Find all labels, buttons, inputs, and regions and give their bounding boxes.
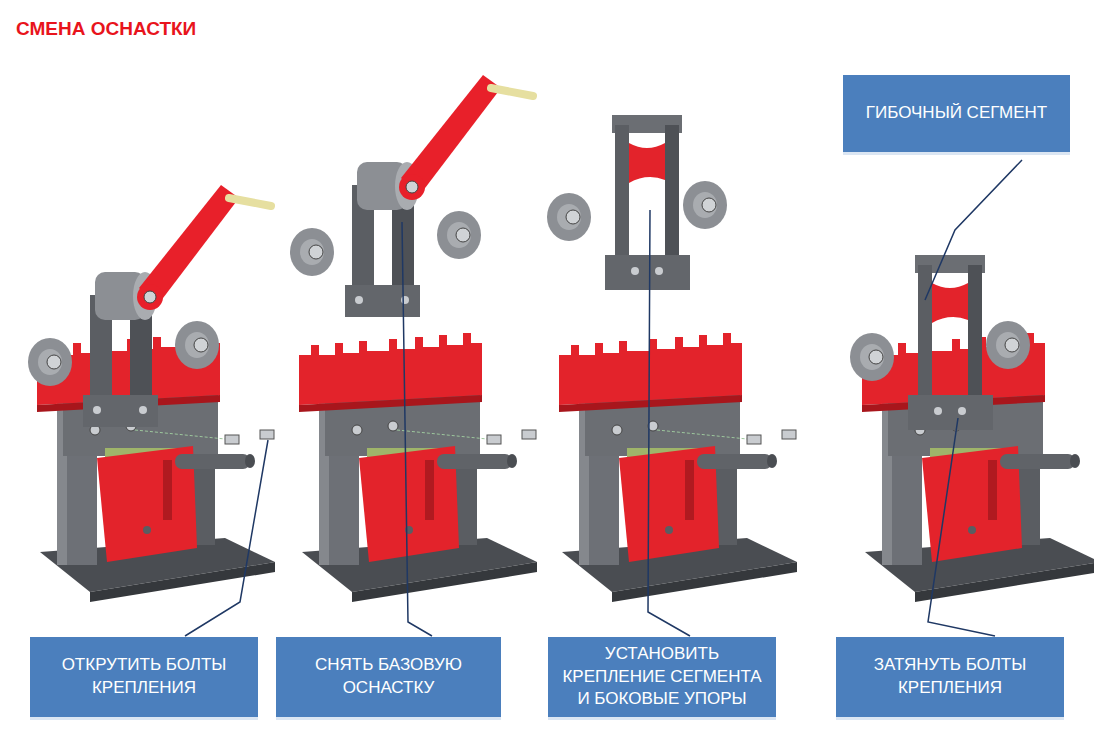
step-label: ГИБОЧНЫЙ СЕГМЕНТ <box>856 98 1057 129</box>
step-label: ОТКРУТИТЬ БОЛТЫ КРЕПЛЕНИЯ <box>30 650 258 704</box>
step-label: СНЯТЬ БАЗОВУЮ ОСНАСТКУ <box>276 650 501 704</box>
leader-lines <box>185 160 1022 636</box>
step-box: УСТАНОВИТЬ КРЕПЛЕНИЕ СЕГМЕНТА И БОКОВЫЕ … <box>548 637 776 720</box>
page-title: СМЕНА ОСНАСТКИ <box>16 18 196 40</box>
step-label: УСТАНОВИТЬ КРЕПЛЕНИЕ СЕГМЕНТА И БОКОВЫЕ … <box>548 639 776 716</box>
step-box: СНЯТЬ БАЗОВУЮ ОСНАСТКУ <box>276 637 501 720</box>
step-box: ОТКРУТИТЬ БОЛТЫ КРЕПЛЕНИЯ <box>30 637 258 720</box>
step-box: ЗАТЯНУТЬ БОЛТЫ КРЕПЛЕНИЯ <box>836 637 1064 720</box>
step-label: ЗАТЯНУТЬ БОЛТЫ КРЕПЛЕНИЯ <box>836 650 1064 704</box>
step-box: ГИБОЧНЫЙ СЕГМЕНТ <box>843 75 1070 155</box>
